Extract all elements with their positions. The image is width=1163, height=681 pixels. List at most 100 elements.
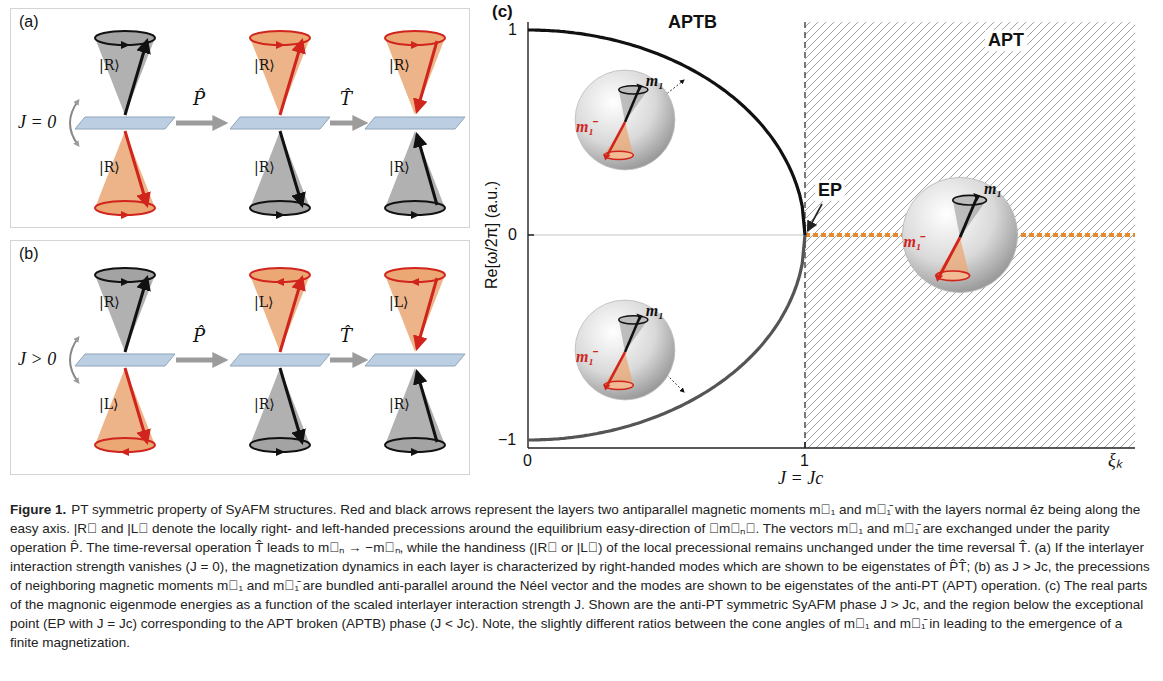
- ket-label: |L⟩: [99, 396, 118, 412]
- ket-label: |R⟩: [99, 159, 120, 175]
- spacer-layer: [365, 117, 465, 129]
- operator-label: P̂: [193, 89, 205, 110]
- figure-number: Figure 1.: [10, 502, 66, 517]
- cone: [250, 368, 310, 445]
- math-label: J > 0: [18, 349, 56, 370]
- precession-head: [276, 41, 285, 49]
- ket-label: |L⟩: [389, 294, 408, 310]
- cone: [385, 38, 445, 115]
- ket-label: |R⟩: [99, 57, 120, 73]
- moment-label: m₁: [646, 302, 664, 320]
- moment-arrow: [125, 278, 147, 352]
- precession-head: [276, 448, 285, 456]
- ket-label: |R⟩: [254, 396, 275, 412]
- operation-arrow: [330, 121, 362, 126]
- moment-arrow: [125, 131, 147, 205]
- region-label: APT: [985, 30, 1027, 51]
- precession-head: [121, 278, 130, 286]
- precession-head: [276, 211, 285, 219]
- operation-arrow: [330, 358, 362, 363]
- precession-head: [411, 41, 420, 49]
- precession-head: [275, 278, 284, 286]
- cone: [385, 131, 445, 208]
- moment-arrow: [417, 372, 437, 442]
- tick-label: −1: [498, 431, 516, 449]
- cone: [95, 131, 155, 208]
- panel-letter: (c): [492, 2, 513, 22]
- operation-arrow: [176, 358, 222, 363]
- operator-label: T̂: [340, 89, 352, 110]
- ket-label: |R⟩: [254, 159, 275, 175]
- tick-label: 0: [508, 226, 517, 244]
- lower-branch: [528, 235, 805, 440]
- moment-arrow: [417, 278, 437, 348]
- x-axis: [528, 447, 1135, 448]
- ket-label: |R⟩: [389, 159, 410, 175]
- ticks: [528, 30, 805, 448]
- coupling-arrow: [70, 101, 78, 145]
- region-label: EP: [815, 180, 845, 201]
- coupling-arrow: [70, 338, 78, 382]
- plot-frame: [528, 22, 1135, 448]
- moment-label: m₁̄: [904, 233, 922, 251]
- math-label: J = 0: [18, 112, 56, 133]
- cone: [95, 38, 155, 115]
- figure-caption: PT symmetric property of SyAFM structure…: [10, 502, 1150, 650]
- moment-label: m₁: [646, 72, 664, 90]
- operator-label: P̂: [193, 326, 205, 347]
- axis-title: Re[ω/2π] (a.u.): [483, 181, 501, 289]
- panel-box: (b): [10, 240, 470, 475]
- precession-head: [410, 278, 419, 286]
- spacer-layer: [230, 117, 330, 129]
- precession-head: [411, 211, 420, 219]
- math-label: J = Jc: [778, 468, 823, 489]
- ket-label: |R⟩: [254, 57, 275, 73]
- cone: [385, 368, 445, 445]
- spacer-layer: [75, 117, 175, 129]
- apt-hatch: [805, 22, 1135, 448]
- tick-label: 1: [508, 21, 517, 39]
- precession-head: [120, 448, 129, 456]
- moment-arrow: [417, 41, 437, 111]
- tick-label: 0: [523, 452, 532, 470]
- moment-arrow: [280, 131, 302, 205]
- moment-arrow: [280, 41, 302, 115]
- moment-arrow: [280, 278, 302, 352]
- moment-arrow: [280, 368, 302, 442]
- panel-letter: (b): [19, 245, 39, 263]
- ket-label: |R⟩: [99, 294, 120, 310]
- moment-arrow: [125, 368, 147, 442]
- mode-sphere: m₁ m₁̄: [573, 68, 677, 172]
- cone: [250, 131, 310, 208]
- mode-sphere: m₁ m₁̄: [900, 175, 1020, 295]
- cone: [95, 275, 155, 352]
- moment-label: m₁̄: [576, 348, 594, 366]
- upper-branch: [528, 30, 805, 235]
- panel-box: (a): [10, 8, 470, 228]
- ket-label: |R⟩: [389, 396, 410, 412]
- precession-head: [121, 211, 130, 219]
- panel-letter: (a): [19, 13, 39, 31]
- tick-label: 1: [800, 452, 809, 470]
- mode-sphere: m₁ m₁̄: [573, 298, 677, 402]
- moment-arrow: [125, 41, 147, 115]
- operation-arrow: [176, 121, 222, 126]
- spacer-layer: [365, 354, 465, 366]
- spacer-layer: [230, 354, 330, 366]
- cone: [250, 38, 310, 115]
- cone: [95, 368, 155, 445]
- precession-head: [121, 41, 130, 49]
- eigen-curves: [528, 30, 805, 440]
- operator-label: T̂: [340, 326, 352, 347]
- moment-arrow: [417, 135, 437, 205]
- spacer-layer: [75, 354, 175, 366]
- cone: [385, 275, 445, 352]
- precession-head: [411, 448, 420, 456]
- caption-block: Figure 1.PT symmetric property of SyAFM …: [10, 500, 1153, 652]
- moment-label: m₁: [984, 180, 1002, 198]
- region-label: APTB: [665, 12, 720, 33]
- ep-pointer: [808, 204, 822, 230]
- math-label: ξₖ: [1108, 450, 1122, 471]
- ket-label: |L⟩: [254, 294, 273, 310]
- moment-label: m₁̄: [576, 118, 594, 136]
